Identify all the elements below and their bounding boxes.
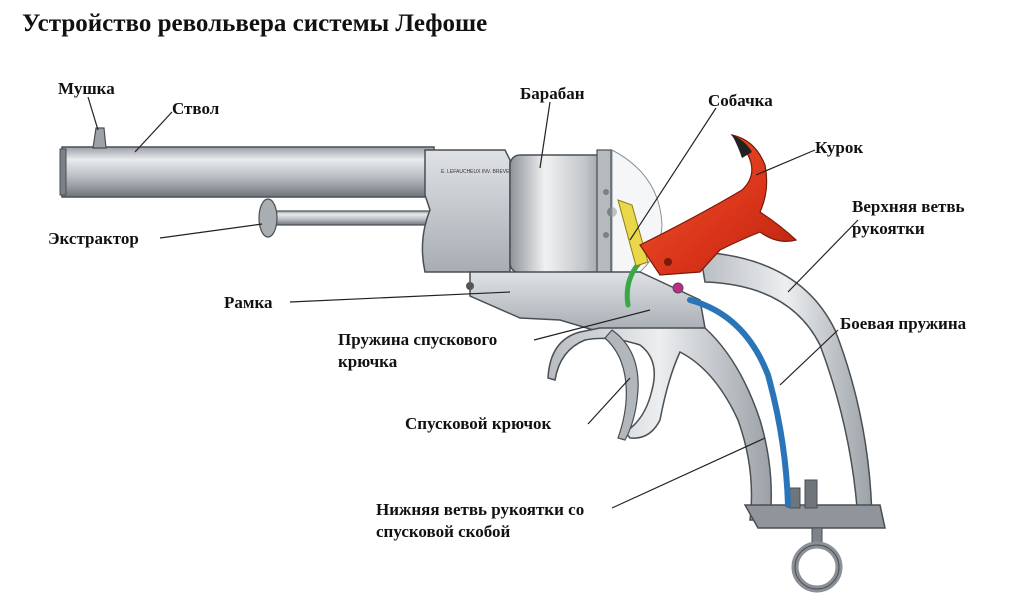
grip-lower-strap xyxy=(547,327,772,521)
extractor xyxy=(258,198,436,238)
trigger xyxy=(604,329,639,441)
label-front-sight: Мушка xyxy=(58,79,115,98)
label-cylinder: Барабан xyxy=(520,84,585,103)
label-trigger-spring-1: Пружина спускового xyxy=(338,330,498,349)
label-upper-strap-2: рукоятки xyxy=(852,219,925,238)
label-upper-strap-1: Верхняя ветвь xyxy=(852,197,965,216)
maker-stamp: E. LEFAUCHEUX INV. BREVETE xyxy=(441,169,517,175)
barrel xyxy=(59,146,435,198)
label-barrel: Ствол xyxy=(172,99,220,118)
label-trigger-spring-2: крючка xyxy=(338,352,398,371)
label-hammer: Курок xyxy=(815,138,864,157)
butt-cap xyxy=(743,504,886,529)
label-extractor: Экстрактор xyxy=(48,229,139,248)
pawl xyxy=(617,199,649,267)
label-lower-strap-1: Нижняя ветвь рукоятки со xyxy=(376,500,585,519)
page-title: Устройство револьвера системы Лефоше xyxy=(22,10,488,37)
label-frame: Рамка xyxy=(224,293,273,312)
frame xyxy=(469,271,706,333)
label-mainspring: Боевая пружина xyxy=(840,314,967,333)
label-pawl: Собачка xyxy=(708,91,773,110)
front-sight xyxy=(92,127,107,149)
mainspring xyxy=(687,297,791,508)
label-lower-strap-2: спусковой скобой xyxy=(376,522,511,541)
label-trigger: Спусковой крючок xyxy=(405,414,552,433)
leader-lines xyxy=(87,96,859,509)
hammer xyxy=(639,134,798,276)
cylinder xyxy=(509,149,617,276)
